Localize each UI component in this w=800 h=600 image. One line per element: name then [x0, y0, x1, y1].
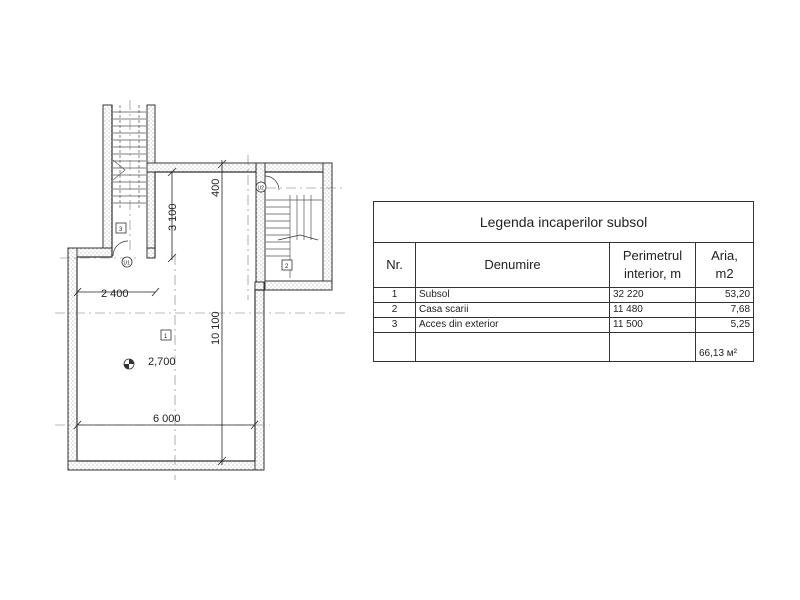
door-tag-a-circle: [121, 256, 133, 268]
table-row: 3 Acces din exterior 11 500 5,25: [373, 316, 755, 333]
outer-walls: [67, 104, 333, 471]
room-tag-2-box: [281, 259, 293, 271]
door-tag-b-circle: [255, 181, 267, 193]
header-perimeter: Perimetrul interior, m: [609, 242, 696, 288]
room-tag-1: 1: [164, 334, 168, 340]
left-stair: [112, 105, 146, 210]
row-nr: 3: [373, 316, 416, 333]
row-nr: 1: [373, 286, 416, 303]
room-legend-table: Legenda incaperilor subsol Nr. Denumire …: [372, 200, 755, 363]
door-swings: [112, 175, 280, 257]
header-perimeter-line1: Perimetrul: [622, 247, 683, 263]
table-row: 2 Casa scarii 11 480 7,68: [373, 301, 755, 318]
dim-room-length: 10 100: [210, 311, 222, 345]
room-tag-3-box: [115, 222, 127, 234]
row-perimeter: 11 480: [609, 301, 696, 318]
row-area: 7,68: [694, 301, 755, 318]
room-tag-1-box: [160, 329, 172, 341]
row-area: 53,20: [694, 286, 755, 303]
row-perimeter: 32 220: [609, 286, 696, 303]
legend-title: Legenda incaperilor subsol: [372, 200, 755, 244]
row-nr: 2: [373, 301, 416, 318]
room-tag-3: 3: [119, 227, 123, 233]
header-area-line2: m2: [715, 265, 734, 281]
dim-corridor-width: 2 400: [101, 288, 129, 300]
total-empty-name: [415, 331, 610, 363]
row-name: Subsol: [415, 286, 610, 303]
door-tag-a: U1: [124, 261, 131, 267]
dimension-lines: [73, 159, 259, 466]
header-nr: Nr.: [373, 242, 416, 288]
total-area: 66,13 м²: [694, 331, 755, 363]
inner-wall-lines: [76, 105, 323, 462]
dim-top-offset: 400: [210, 179, 222, 197]
header-perimeter-line2: interior, m: [623, 265, 682, 281]
row-area: 5,25: [694, 316, 755, 333]
row-name: Acces din exterior: [415, 316, 610, 333]
row-perimeter: 11 500: [609, 316, 696, 333]
dim-room-width: 6 000: [153, 413, 181, 425]
header-name: Denumire: [415, 242, 610, 288]
dim-stair-length: 3 100: [167, 203, 179, 231]
total-empty-perimeter: [609, 331, 696, 363]
header-area: Aria, m2: [694, 242, 755, 288]
total-row: 66,13 м²: [373, 331, 755, 363]
row-name: Casa scarii: [415, 301, 610, 318]
dim-ceiling-height: 2,700: [148, 356, 176, 368]
table-row: 1 Subsol 32 220 53,20: [373, 286, 755, 303]
level-marker-icon: [123, 358, 135, 370]
door-tag-b: U2: [258, 186, 265, 192]
room-tag-2: 2: [285, 264, 289, 270]
header-area-line1: Aria,: [711, 247, 738, 263]
right-stair: [266, 195, 322, 278]
total-empty-nr: [373, 331, 416, 363]
